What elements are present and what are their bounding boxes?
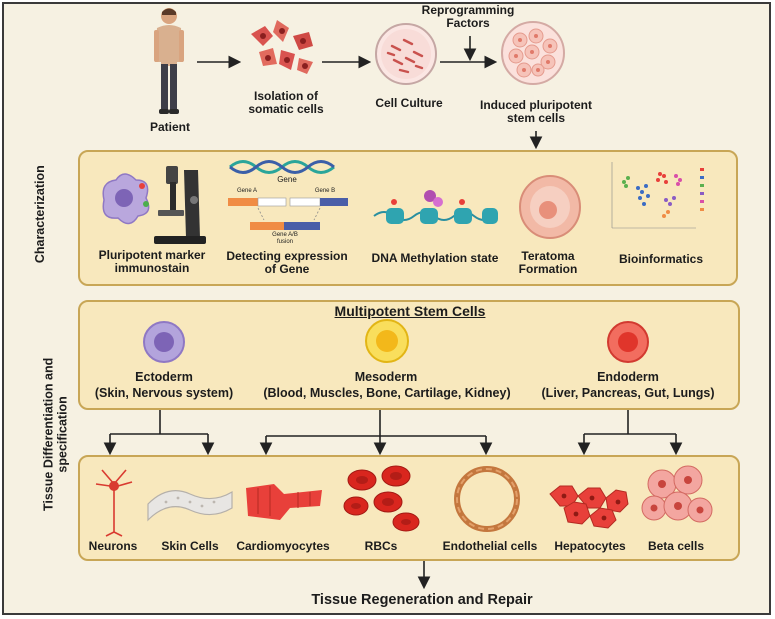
characterization-item-label: Pluripotent marker immunostain <box>98 248 206 276</box>
ectoderm-name: Ectoderm <box>135 370 193 384</box>
somatic-cells-icon <box>251 20 313 74</box>
skin-cells-icon <box>147 490 233 522</box>
cardiomyocyte-icon <box>246 484 322 520</box>
patient-icon <box>154 8 184 114</box>
dna-icon <box>229 160 335 174</box>
result-label: Tissue Regeneration and Repair <box>311 592 533 608</box>
hepatocyte-icon <box>549 485 629 529</box>
gene-tag: Gene A/B fusion <box>272 232 298 245</box>
cell-culture-label: Cell Culture <box>375 96 443 110</box>
cell-culture-dish-icon <box>375 23 437 85</box>
endoderm-desc: (Liver, Pancreas, Gut, Lungs) <box>541 386 715 400</box>
gene-tag: Gene B <box>314 188 336 194</box>
cell-type-label: Skin Cells <box>161 539 219 553</box>
neuron-icon <box>95 469 133 537</box>
methylation-icon <box>373 190 498 224</box>
mesoderm-name: Mesoderm <box>354 370 418 384</box>
endoderm-cell-icon <box>607 321 649 363</box>
multipotent-title: Multipotent Stem Cells <box>334 303 486 319</box>
mesoderm-cell-icon <box>365 319 409 363</box>
teratoma-icon <box>519 175 581 239</box>
characterization-item-label: Detecting expression of Gene <box>226 249 348 277</box>
top-flow-arrows <box>197 36 543 150</box>
cell-type-label: Beta cells <box>647 539 705 553</box>
characterization-item-label: Teratoma Formation <box>518 249 578 277</box>
ectoderm-cell-icon <box>143 321 185 363</box>
ectoderm-desc: (Skin, Nervous system) <box>94 386 234 400</box>
microscope-icon <box>102 166 206 244</box>
cell-type-label: Neurons <box>88 539 138 553</box>
cell-type-label: RBCs <box>364 539 398 553</box>
scatter-plot-icon <box>611 162 704 229</box>
characterization-item-label: Bioinformatics <box>618 252 703 266</box>
endoderm-name: Endoderm <box>597 370 659 384</box>
isolation-label: Isolation of somatic cells <box>248 89 324 117</box>
cell-type-label: Cardiomyocytes <box>236 539 330 553</box>
rbc-icon <box>343 465 420 532</box>
endothelial-icon <box>454 466 520 532</box>
reprogramming-factors-label: Reprogramming Factors <box>421 3 515 31</box>
ipsc-dish-icon <box>501 21 565 85</box>
gene-tag: Gene <box>277 175 297 184</box>
ipsc-label: Induced pluripotent stem cells <box>480 98 592 126</box>
cell-type-label: Endothelial cells <box>442 539 538 553</box>
mesoderm-desc: (Blood, Muscles, Bone, Cartilage, Kidney… <box>263 386 511 400</box>
gene-tag: Gene A <box>236 188 257 194</box>
gene-fusion-icon <box>228 197 348 230</box>
characterization-item-label: DNA Methylation state <box>371 251 499 265</box>
cell-type-label: Hepatocytes <box>554 539 626 553</box>
patient-label: Patient <box>149 120 190 134</box>
beta-cells-icon <box>641 465 713 523</box>
